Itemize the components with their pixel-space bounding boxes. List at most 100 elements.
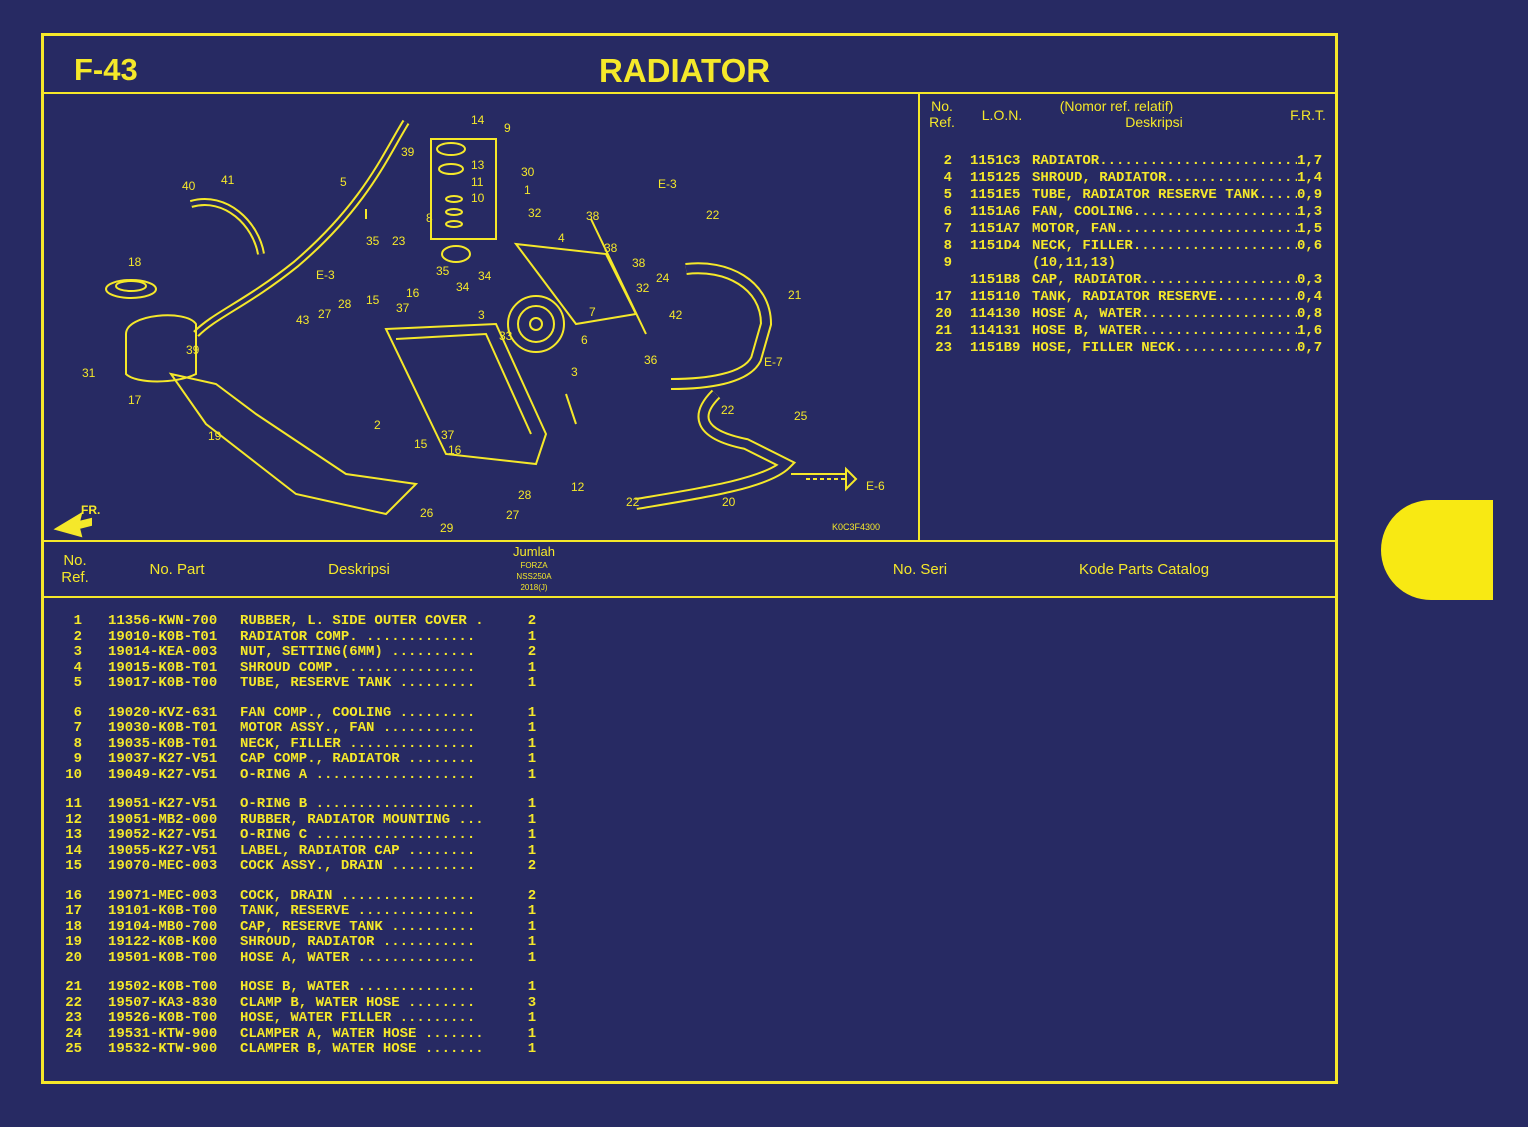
part-desc: RADIATOR COMP. ............. (240, 628, 476, 645)
part-desc: RUBBER, RADIATOR MOUNTING ... (240, 811, 484, 828)
part-desc: TUBE, RESERVE TANK ......... (240, 675, 476, 691)
part-desc: COCK, DRAIN ................ (240, 887, 476, 904)
svg-text:E-6: E-6 (866, 479, 885, 493)
svg-text:5: 5 (340, 175, 347, 189)
lon-desc: HOSE A, WATER................... (1032, 306, 1297, 322)
parts-header-qty: Jumlah (513, 544, 555, 559)
lon-header-ref: No. Ref. (929, 98, 955, 130)
svg-text:12: 12 (571, 480, 585, 494)
svg-text:15: 15 (366, 293, 380, 307)
part-qty: 1 (527, 842, 537, 859)
svg-text:9: 9 (504, 121, 511, 135)
parts-header-catalog: Kode Parts Catalog (1078, 561, 1210, 578)
parts-header-ref: No. Ref. (61, 552, 89, 586)
svg-text:35: 35 (366, 234, 380, 248)
svg-text:28: 28 (518, 488, 532, 502)
part-number: 19501-K0B-T00 (108, 949, 218, 966)
part-desc: O-RING A ................... (240, 766, 476, 783)
part-qty: 1 (527, 659, 537, 676)
part-number: 19051-MB2-000 (108, 811, 218, 828)
part-qty: 2 (527, 887, 537, 904)
svg-text:23: 23 (392, 234, 406, 248)
part-desc: NUT, SETTING(6MM) .......... (240, 644, 476, 660)
svg-text:30: 30 (521, 165, 535, 179)
part-number: 19052-K27-V51 (108, 827, 218, 843)
svg-text:20: 20 (722, 495, 736, 509)
part-desc: CAP, RESERVE TANK .......... (240, 918, 476, 935)
svg-text:E-3: E-3 (658, 177, 677, 191)
lon-frt: 1,5 (1297, 221, 1323, 237)
part-number: 19014-KEA-003 (108, 644, 218, 660)
part-desc: MOTOR ASSY., FAN ........... (240, 720, 476, 736)
lon-code: 114131 (970, 323, 1021, 339)
divider (44, 540, 1335, 542)
svg-text:38: 38 (604, 241, 618, 255)
lon-header-lon: L.O.N. (981, 107, 1023, 123)
svg-text:36: 36 (644, 353, 658, 367)
part-number: 19531-KTW-900 (108, 1025, 218, 1042)
part-qty: 1 (527, 675, 537, 691)
part-ref: 18 (65, 918, 82, 935)
part-qty: 1 (527, 1041, 537, 1057)
svg-text:2: 2 (374, 418, 381, 432)
svg-text:38: 38 (586, 209, 600, 223)
part-desc: HOSE, WATER FILLER ......... (240, 1010, 476, 1026)
part-number: 19020-KVZ-631 (108, 704, 218, 721)
lon-desc: NECK, FILLER.................... (1032, 238, 1297, 254)
page-tab[interactable] (1381, 500, 1493, 600)
part-number: 19507-KA3-830 (108, 994, 218, 1011)
svg-text:37: 37 (396, 301, 410, 315)
part-ref: 5 (73, 675, 82, 691)
part-number: 19035-K0B-T01 (108, 735, 218, 752)
part-ref: 23 (65, 1010, 82, 1026)
lon-frt: 1,4 (1297, 170, 1323, 186)
part-qty: 1 (527, 720, 537, 736)
divider (918, 92, 920, 540)
part-desc: FAN COMP., COOLING ......... (240, 704, 476, 721)
part-ref: 25 (65, 1041, 82, 1057)
svg-text:3: 3 (571, 365, 578, 379)
part-ref: 2 (73, 628, 82, 645)
part-ref: 6 (73, 704, 82, 721)
svg-text:32: 32 (636, 281, 650, 295)
svg-text:4: 4 (558, 231, 565, 245)
lon-code: 1151B8 (970, 272, 1021, 288)
part-ref: 11 (65, 796, 82, 812)
svg-text:16: 16 (448, 443, 462, 457)
part-qty: 1 (527, 766, 537, 783)
part-desc: CLAMPER A, WATER HOSE ....... (240, 1025, 484, 1042)
part-desc: CLAMP B, WATER HOSE ........ (240, 994, 476, 1011)
svg-text:35: 35 (436, 264, 450, 278)
part-ref: 12 (65, 811, 82, 828)
part-number: 19070-MEC-003 (108, 858, 218, 874)
part-number: 19071-MEC-003 (108, 887, 218, 904)
lon-desc: HOSE B, WATER................... (1032, 323, 1297, 339)
lon-frt: 0,4 (1297, 289, 1323, 305)
part-qty: 1 (527, 704, 537, 721)
lon-header-desc: Deskripsi (1125, 114, 1183, 130)
part-number: 19526-K0B-T00 (108, 1010, 218, 1026)
lon-ref: 4 (943, 170, 952, 186)
part-number: 19010-K0B-T01 (108, 628, 218, 645)
svg-text:16: 16 (406, 286, 420, 300)
lon-code: 115125 (970, 170, 1021, 186)
svg-text:34: 34 (456, 280, 470, 294)
svg-text:22: 22 (721, 403, 735, 417)
lon-header-desc-top: (Nomor ref. relatif) (1059, 98, 1174, 114)
part-ref: 8 (73, 735, 82, 752)
part-ref: 17 (65, 903, 82, 919)
lon-header-frt: F.R.T. (1290, 107, 1326, 123)
